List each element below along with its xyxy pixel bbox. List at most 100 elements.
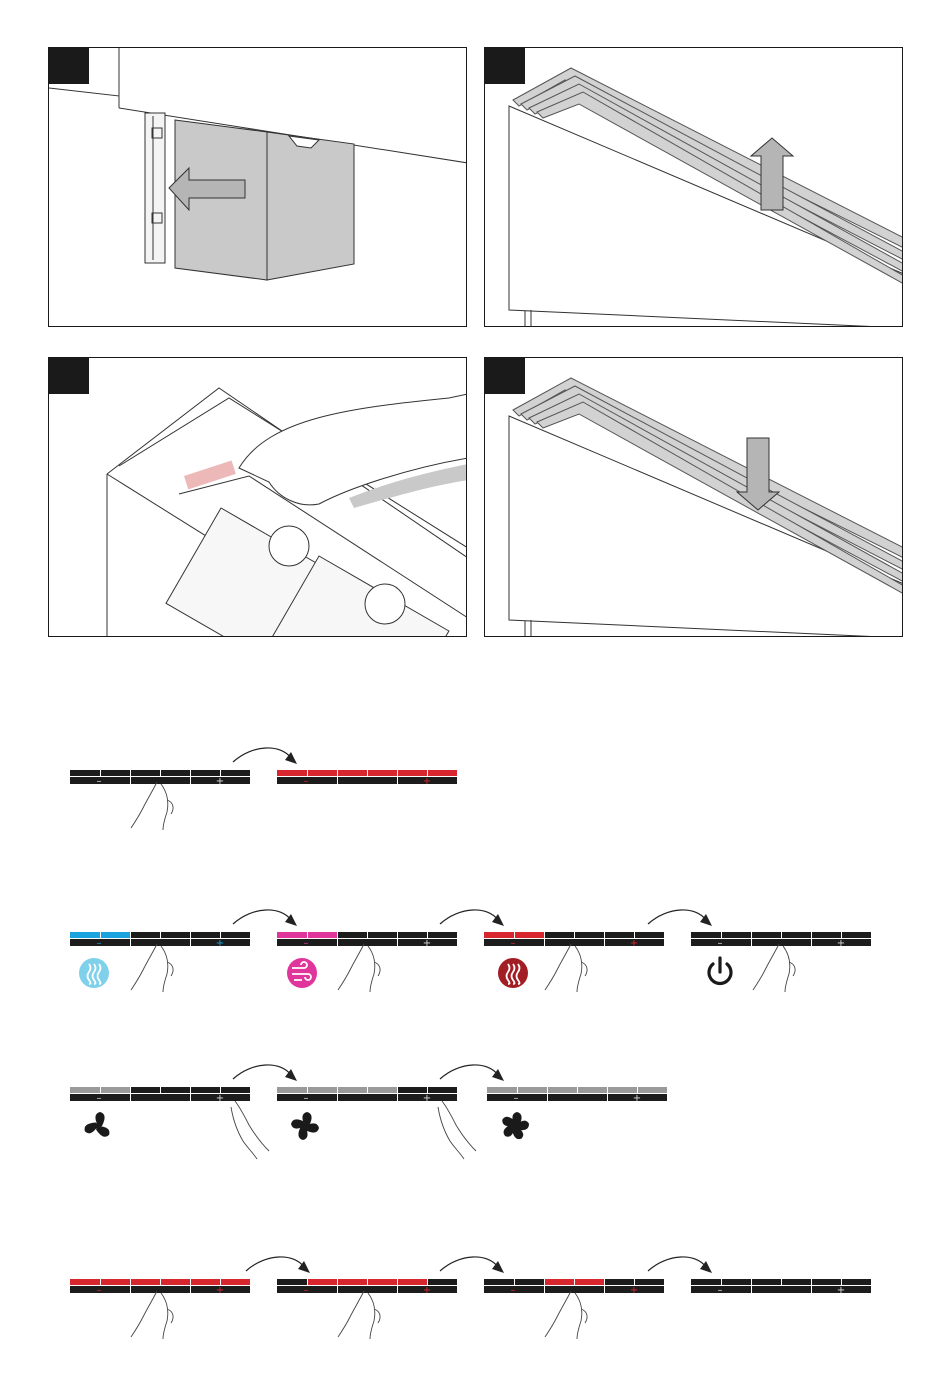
control-bar: –+	[277, 1087, 457, 1104]
control-bar: –+	[691, 1279, 871, 1296]
control-bar-segment	[131, 1087, 160, 1093]
control-bar-segment	[131, 1286, 190, 1293]
finger-outline	[338, 1291, 380, 1339]
transition-arrow-line	[440, 1065, 498, 1079]
control-bar-segment	[545, 1286, 604, 1293]
control-bar-segment	[484, 1279, 514, 1285]
control-bar-segment	[277, 1279, 307, 1285]
minus-label: –	[718, 1285, 723, 1296]
control-bar-segment	[691, 932, 721, 938]
finger-outline	[753, 944, 795, 992]
control-bar-segment	[752, 1279, 781, 1285]
control-bar: –+	[487, 1087, 667, 1104]
control-bar-segment	[575, 932, 604, 938]
control-bar-segment	[131, 770, 160, 776]
control-bar-segment	[277, 770, 307, 776]
finger-outline	[131, 1291, 173, 1339]
fan-speed-medium-icon	[291, 1112, 319, 1140]
finger-touch	[231, 1101, 269, 1159]
control-bar-segment	[752, 939, 811, 946]
control-bar-segment	[782, 1279, 811, 1285]
control-bar-segment	[308, 770, 337, 776]
control-bar: –+	[277, 1279, 457, 1296]
transition-arrow-line	[233, 748, 291, 762]
control-bar-segment	[70, 770, 100, 776]
finger-outline	[131, 944, 173, 992]
control-bar: –+	[484, 1279, 664, 1296]
control-bar-segment	[575, 1279, 604, 1285]
plus-label: +	[837, 938, 845, 949]
plus-label: +	[216, 1285, 224, 1296]
control-bar-segment	[277, 1087, 307, 1093]
control-bar-segment	[842, 932, 871, 938]
minus-label: –	[718, 938, 723, 949]
control-bar-segment	[635, 932, 664, 938]
finger-touch	[131, 782, 173, 830]
control-bar-segment	[752, 1286, 811, 1293]
control-bar-segment	[161, 932, 190, 938]
control-bar: –+	[70, 770, 250, 787]
control-bar-segment	[70, 932, 100, 938]
minus-label: –	[514, 1093, 519, 1104]
transition-arrow	[233, 1065, 297, 1081]
finger-touch	[545, 1291, 587, 1339]
control-bar-segment	[308, 1279, 337, 1285]
control-bar-segment	[545, 932, 574, 938]
finger-touch	[131, 1291, 173, 1339]
control-bar-segment	[277, 932, 307, 938]
control-bar-segment	[368, 932, 397, 938]
control-bar-segment	[338, 939, 397, 946]
control-bar-segment	[545, 1279, 574, 1285]
plus-label: +	[633, 1093, 641, 1104]
control-bar-segment	[221, 932, 250, 938]
control-bar: –+	[70, 932, 250, 949]
control-bar-segment	[578, 1087, 607, 1093]
control-bar-segment	[338, 1279, 367, 1285]
control-bar-segment	[338, 932, 367, 938]
plus-label: +	[423, 938, 431, 949]
control-bar-segment	[515, 1279, 544, 1285]
control-bar-segment	[515, 932, 544, 938]
transition-arrow-line	[233, 1065, 291, 1079]
control-bar-segment	[518, 1087, 547, 1093]
fan-mode-icon	[287, 958, 317, 988]
control-bar-segment	[308, 1087, 337, 1093]
transition-arrow-line	[440, 910, 498, 924]
transition-arrow	[233, 748, 297, 764]
control-bar-segment	[782, 932, 811, 938]
plus-label: +	[423, 1285, 431, 1296]
control-bar-segment	[161, 1279, 190, 1285]
control-bar: –+	[70, 1087, 250, 1104]
finger-touch	[131, 944, 173, 992]
control-bar-segment	[338, 1087, 367, 1093]
power-icon	[709, 958, 731, 983]
transition-arrow-line	[648, 1257, 706, 1271]
control-bar-segment	[308, 932, 337, 938]
plus-label: +	[216, 938, 224, 949]
control-bar-segment	[161, 770, 190, 776]
control-bar-segment	[161, 1087, 190, 1093]
transition-arrow-line	[648, 910, 706, 924]
finger-outline	[231, 1101, 269, 1159]
minus-label: –	[97, 938, 102, 949]
minus-label: –	[304, 1093, 309, 1104]
plus-label: +	[630, 938, 638, 949]
minus-label: –	[511, 1285, 516, 1296]
control-bar-segment	[368, 770, 397, 776]
transition-arrow	[440, 910, 504, 926]
minus-label: –	[304, 1285, 309, 1296]
control-bar-segment	[101, 932, 130, 938]
plus-label: +	[216, 1093, 224, 1104]
control-bar-segment	[338, 777, 397, 784]
control-bar-segment	[338, 1094, 397, 1101]
control-bar-segment	[131, 932, 160, 938]
control-bar-segment	[635, 1279, 664, 1285]
finger-touch	[338, 944, 380, 992]
transition-arrow	[233, 910, 297, 926]
heating-mode-icon	[498, 958, 528, 988]
finger-touch	[753, 944, 795, 992]
control-bar-segment	[548, 1087, 577, 1093]
cooling-mode-icon	[79, 958, 109, 988]
control-bar: –+	[277, 932, 457, 949]
